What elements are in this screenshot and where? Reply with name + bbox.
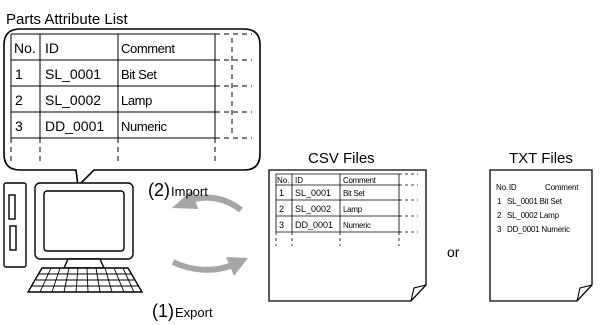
csv-title: CSV Files bbox=[308, 150, 375, 167]
table-cell: 3 bbox=[15, 118, 23, 134]
csv-header-comment: Comment bbox=[343, 176, 377, 185]
monitor-screen bbox=[43, 190, 125, 252]
table-cell: SL_0002 bbox=[45, 92, 101, 108]
table-cell: Lamp bbox=[121, 93, 152, 108]
table-header-id: ID bbox=[45, 40, 59, 56]
table-cell: DD_0001 bbox=[45, 118, 104, 134]
csv-cell: 3 bbox=[279, 220, 284, 230]
import-label: (2)Import bbox=[148, 180, 208, 200]
table-cell: 1 bbox=[15, 66, 23, 82]
drive-slot bbox=[8, 194, 16, 220]
export-label: (1)Export bbox=[152, 301, 213, 321]
speech-bubble bbox=[3, 28, 261, 188]
computer-icon bbox=[3, 182, 144, 293]
csv-file-icon bbox=[268, 169, 427, 302]
attribute-table bbox=[10, 33, 252, 165]
table-cell: Numeric bbox=[121, 119, 167, 134]
attribute-table-text: No. ID Comment 1 SL_0001 Bit Set 2 SL_00… bbox=[14, 40, 176, 134]
csv-header-id: ID bbox=[295, 176, 303, 185]
or-label: or bbox=[447, 244, 460, 260]
table-header-no: No. bbox=[14, 40, 36, 56]
csv-cell: Bit Set bbox=[343, 189, 366, 198]
txt-page-fold bbox=[576, 284, 593, 302]
csv-cell: SL_0002 bbox=[295, 204, 331, 214]
txt-title: TXT Files bbox=[509, 150, 573, 167]
drive-slot bbox=[9, 225, 17, 251]
csv-table-text: No. ID Comment 1 SL_0001 Bit Set 2 SL_00… bbox=[277, 176, 377, 230]
csv-cell: SL_0001 bbox=[295, 188, 331, 198]
monitor-stand bbox=[62, 258, 106, 269]
bubble-title: Parts Attribute List bbox=[6, 11, 129, 28]
csv-cell: Lamp bbox=[343, 205, 363, 214]
csv-cell: DD_0001 bbox=[295, 220, 333, 230]
export-arrow bbox=[171, 257, 248, 276]
csv-cell: 2 bbox=[279, 204, 284, 214]
import-arrow bbox=[172, 190, 243, 213]
table-cell: Bit Set bbox=[121, 67, 157, 82]
csv-page-fold bbox=[410, 284, 427, 302]
table-cell: SL_0001 bbox=[45, 66, 101, 82]
table-header-comment: Comment bbox=[121, 41, 175, 56]
csv-cell: 1 bbox=[279, 188, 284, 198]
table-cell: 2 bbox=[15, 92, 23, 108]
csv-cell: Numeric bbox=[343, 221, 371, 230]
csv-header-no: No. bbox=[277, 176, 289, 185]
csv-table bbox=[275, 173, 418, 246]
txt-file-icon bbox=[489, 169, 593, 302]
